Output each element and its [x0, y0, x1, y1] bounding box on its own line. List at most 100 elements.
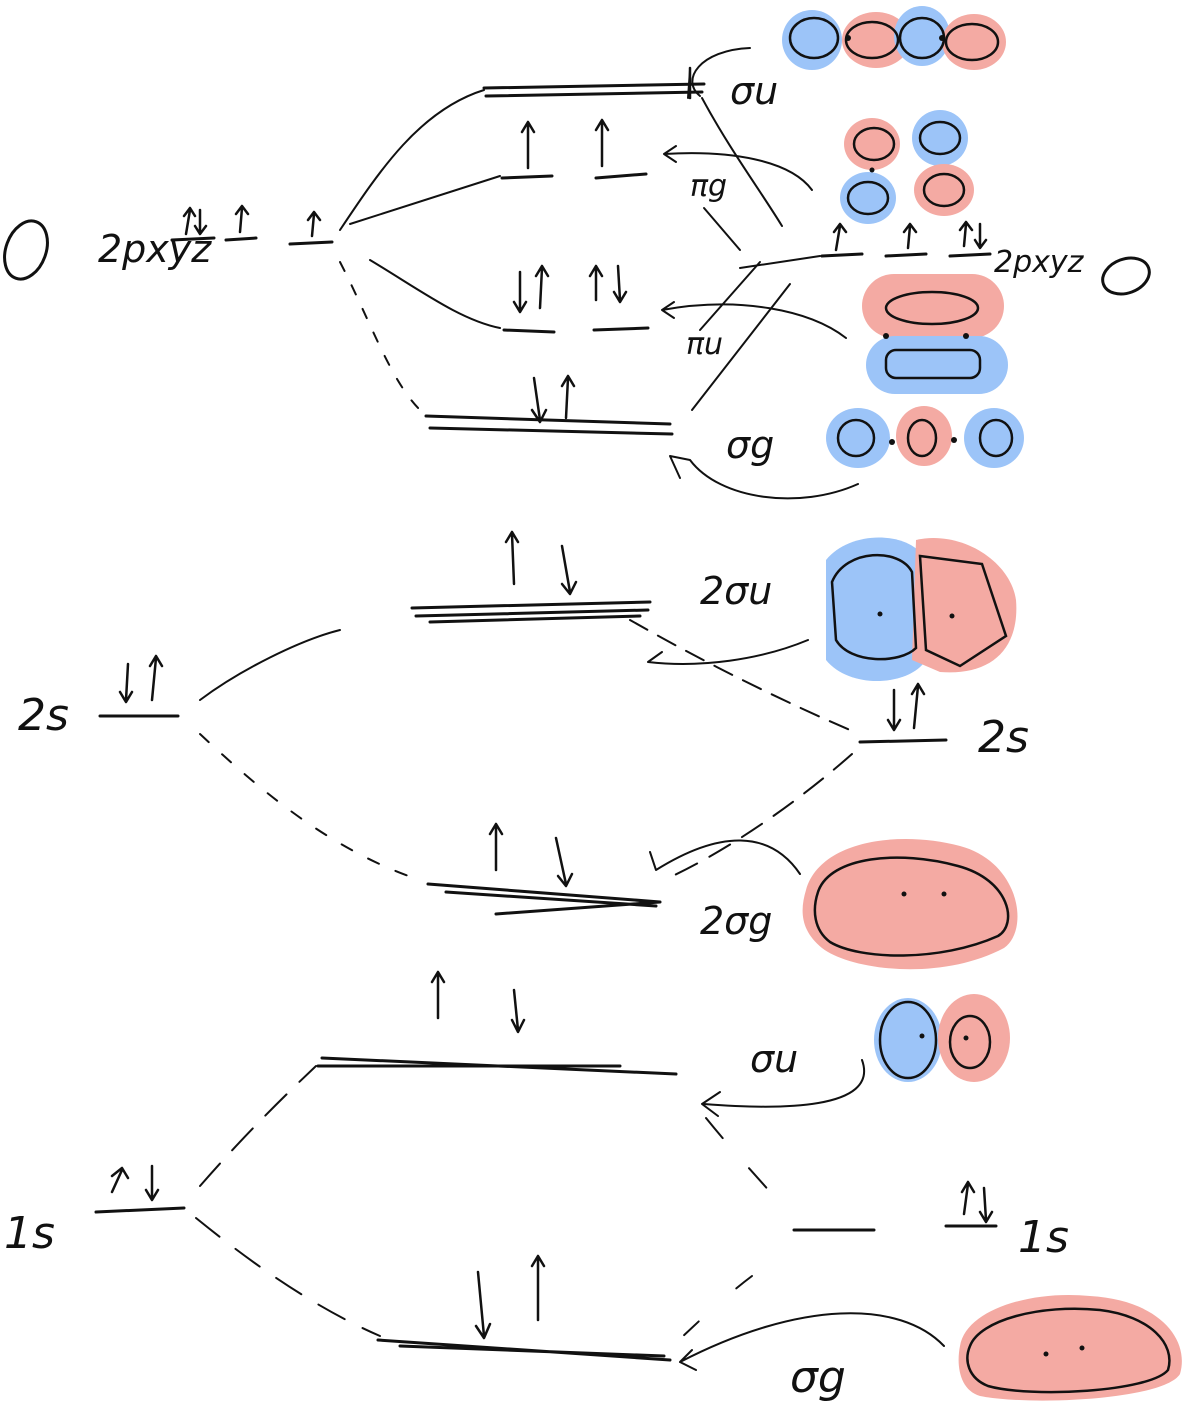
pointer-arrow	[647, 639, 809, 665]
sigma-u-2s-level	[410, 600, 652, 624]
electron-down-arrow	[118, 662, 134, 704]
electron-up-arrow	[306, 210, 322, 238]
electron-down-arrow	[973, 222, 988, 250]
electron-down-arrow	[886, 688, 902, 732]
correlation-line	[629, 619, 851, 731]
electron-down-arrow	[510, 988, 526, 1034]
electron-up-arrow	[530, 1254, 546, 1322]
correlation-line	[699, 261, 761, 331]
left-2p-label: 2pxyz	[98, 227, 212, 271]
electron-up-arrow	[534, 264, 550, 310]
correlation-line	[703, 207, 741, 251]
electron-up-arrow	[520, 120, 536, 170]
correlation-line	[705, 1117, 793, 1219]
right-1s-label: 1s	[1018, 1212, 1069, 1263]
sigma-u-1s-label: σu	[750, 1037, 798, 1081]
electron-up-arrow	[430, 970, 446, 1020]
electron-up-arrow	[960, 1180, 976, 1216]
electron-down-arrow	[612, 264, 628, 304]
pi-u-orbital-picture	[862, 274, 1008, 394]
electron-up-arrow	[148, 654, 164, 702]
correlation-line	[667, 1275, 753, 1351]
pi-g-level-1	[500, 174, 554, 180]
correlation-line	[691, 283, 791, 411]
right-2s-level	[858, 738, 948, 744]
electron-up-arrow	[832, 222, 848, 252]
correlation-line	[663, 753, 853, 881]
pointer-arrow	[669, 455, 859, 500]
correlation-line	[369, 259, 501, 329]
pi-g-label: πg	[690, 169, 727, 204]
left-2p-level-3	[288, 240, 334, 246]
sigma-u-star-2p-label: σu	[730, 69, 778, 113]
correlation-line	[199, 733, 421, 881]
left-2s-label: 2s	[18, 690, 69, 741]
correlation-line	[339, 89, 485, 231]
correlation-line	[739, 255, 821, 269]
sigma-g-1s-orbital-picture	[958, 1294, 1182, 1401]
right-oxygen-atom-circle	[1101, 256, 1151, 296]
electron-down-arrow	[512, 270, 528, 314]
correlation-line	[701, 97, 783, 227]
sigma-u-1s-level	[316, 1056, 678, 1076]
pointer-arrow	[701, 1059, 866, 1117]
electron-up-arrow	[958, 220, 974, 248]
pointer-arrow	[687, 47, 751, 99]
sigma-u-star-2p-level	[482, 82, 706, 98]
pointer-arrow	[649, 839, 801, 875]
right-2s-label: 2s	[978, 712, 1029, 763]
pointer-arrow	[679, 1312, 945, 1371]
electron-down-arrow	[144, 1164, 160, 1202]
sigma-g-2s-label: 2σg	[700, 899, 772, 943]
electron-up-arrow	[182, 206, 197, 236]
sigma-g-2p-level	[424, 414, 674, 436]
sigma-g-2s-level	[426, 882, 662, 916]
electron-up-arrow	[594, 118, 610, 168]
left-2p-level-2	[224, 236, 258, 242]
electron-down-arrow	[530, 376, 548, 424]
pi-u-level-1	[502, 328, 556, 334]
sigma-g-2p-label: σg	[726, 423, 774, 467]
sigma-g-2s-orbital-picture	[802, 838, 1018, 970]
pi-g-level-2	[594, 172, 648, 180]
left-oxygen-atom-circle	[3, 219, 49, 281]
electron-up-arrow	[902, 222, 918, 250]
pi-u-label: πu	[686, 327, 723, 362]
electron-down-arrow	[560, 544, 578, 596]
pointer-arrow	[663, 145, 813, 191]
correlation-line	[349, 175, 501, 225]
sigma-u-2s-orbital-picture	[826, 537, 1017, 682]
left-1s-level	[94, 1206, 186, 1214]
sigma-g-1s-level	[376, 1338, 672, 1362]
pi-u-level-2	[592, 326, 650, 332]
sigma-u-2s-label: 2σu	[700, 569, 772, 613]
electron-down-arrow	[554, 836, 574, 888]
right-2p-level-1	[820, 252, 864, 258]
right-1s-level	[792, 1224, 998, 1232]
electron-down-arrow	[978, 1186, 994, 1224]
right-2p-level-3	[948, 252, 992, 258]
left-2p-level-1	[170, 236, 216, 242]
electron-up-arrow	[110, 1166, 130, 1194]
correlation-line	[199, 629, 341, 701]
correlation-line	[199, 1065, 317, 1187]
right-2p-label: 2pxyz	[994, 245, 1085, 280]
right-2p-level-2	[884, 252, 928, 258]
sigma-g-2p-orbital-picture	[826, 406, 1024, 468]
electron-up-arrow	[504, 530, 520, 586]
electron-down-arrow	[193, 208, 208, 236]
electron-up-arrow	[588, 264, 604, 302]
electron-down-arrow	[474, 1270, 492, 1340]
correlation-line	[195, 1217, 381, 1337]
electron-up-arrow	[560, 374, 576, 420]
electron-up-arrow	[488, 822, 504, 872]
pointer-arrow	[661, 301, 847, 339]
left-1s-label: 1s	[4, 1208, 55, 1259]
sigma-u-1s-orbital-picture	[874, 994, 1010, 1082]
sigma-u-star-2p-orbital-picture	[782, 6, 1006, 70]
electron-up-arrow	[234, 204, 250, 234]
sigma-g-1s-label: σg	[790, 1352, 846, 1402]
pi-g-orbital-picture	[840, 110, 974, 224]
electron-up-arrow	[910, 682, 926, 730]
